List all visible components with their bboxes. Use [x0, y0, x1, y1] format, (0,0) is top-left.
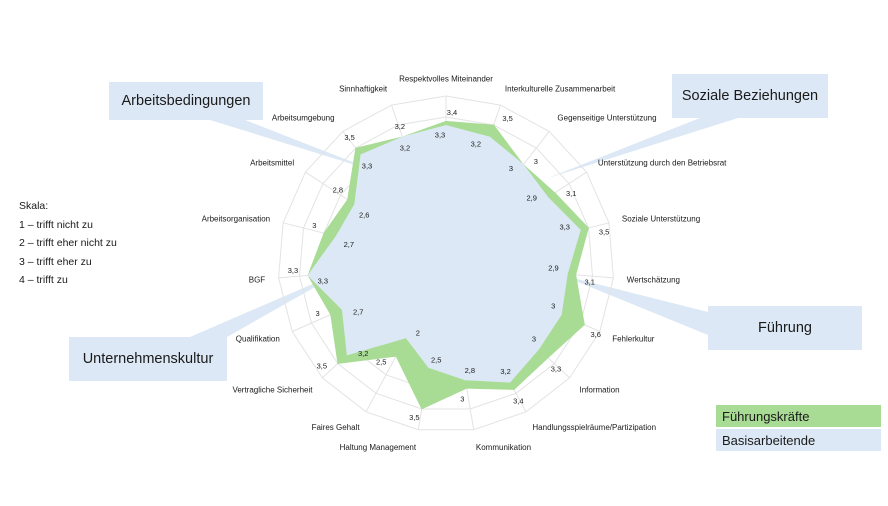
category-label: Soziale Unterstützung — [622, 215, 700, 224]
category-label: Gegenseitige Unterstützung — [557, 114, 656, 123]
value-label-basisarbeitende: 2,7 — [344, 240, 354, 249]
category-label: Arbeitsmittel — [250, 159, 294, 168]
scale-item-3: 3 – trifft eher zu — [19, 255, 92, 268]
series-segment — [402, 125, 447, 265]
tail-soziale-beziehungen — [548, 118, 738, 178]
category-label: Unterstützung durch den Betriebsrat — [598, 159, 727, 168]
category-label: Respektvolles Miteinander — [399, 75, 493, 84]
callout-arbeitsbedingungen: Arbeitsbedingungen — [109, 82, 263, 120]
category-label: Sinnhaftigkeit — [339, 85, 388, 94]
category-label: Kommunikation — [476, 443, 531, 452]
scale-item-2: 2 – trifft eher nicht zu — [19, 237, 117, 250]
value-label-fuehrungskraefte: 3,1 — [585, 278, 595, 287]
category-label: Faires Gehalt — [312, 423, 361, 432]
scale-legend: Skala: 1 – trifft nicht zu 2 – trifft eh… — [19, 197, 117, 290]
value-label-fuehrungskraefte: 3 — [460, 394, 464, 403]
grid-ring — [278, 95, 614, 431]
value-label-basisarbeitende: 3,2 — [471, 140, 481, 149]
category-label: Haltung Management — [340, 443, 417, 452]
value-label-basisarbeitende: 2,5 — [431, 355, 441, 364]
value-label-fuehrungskraefte: 3,4 — [513, 397, 523, 406]
category-label: Wertschätzung — [627, 275, 680, 284]
category-label: Qualifikation — [236, 335, 280, 344]
value-label-fuehrungskraefte: 3,4 — [447, 108, 457, 117]
value-label-fuehrungskraefte: 3,3 — [288, 266, 298, 275]
value-label-basisarbeitende: 3,2 — [400, 144, 410, 153]
category-label: BGF — [249, 275, 266, 284]
value-label-fuehrungskraefte: 3,5 — [317, 361, 327, 370]
scale-title: Skala: — [19, 200, 49, 212]
value-label-basisarbeitende: 3 — [532, 335, 536, 344]
tail-arbeitsbedingungen — [210, 120, 378, 172]
value-label-basisarbeitende: 2 — [416, 329, 420, 338]
category-label: Fehlerkultur — [612, 335, 655, 344]
value-label-fuehrungskraefte: 3 — [316, 309, 320, 318]
value-label-basisarbeitende: 2,9 — [526, 193, 536, 202]
value-label-basisarbeitende: 3,2 — [358, 349, 368, 358]
category-label: Information — [580, 386, 620, 395]
category-label: Vertragliche Sicherheit — [232, 386, 313, 395]
value-label-basisarbeitende: 2,6 — [359, 210, 369, 219]
value-label-fuehrungskraefte: 3,5 — [344, 133, 354, 142]
grid-ring — [298, 116, 594, 410]
legend-basisarbeitende: Basisarbeitende — [716, 429, 881, 451]
scale-item-1: 1 – trifft nicht zu — [19, 218, 93, 231]
callout-soziale-beziehungen: Soziale Beziehungen — [672, 74, 828, 118]
value-label-basisarbeitende: 2,8 — [465, 366, 475, 375]
value-label-basisarbeitende: 3,3 — [318, 277, 328, 286]
value-label-basisarbeitende: 2,7 — [353, 307, 363, 316]
scale-item-4: 4 – trifft zu — [19, 274, 68, 287]
value-label-fuehrungskraefte: 3 — [312, 221, 316, 230]
value-label-basisarbeitende: 3,3 — [362, 162, 372, 171]
value-label-fuehrungskraefte: 3 — [534, 157, 538, 166]
value-label-fuehrungskraefte: 2,5 — [376, 358, 386, 367]
value-label-fuehrungskraefte: 3,1 — [566, 189, 576, 198]
value-label-fuehrungskraefte: 3,3 — [551, 365, 561, 374]
value-label-fuehrungskraefte: 3,2 — [395, 122, 405, 131]
category-labels: Respektvolles MiteinanderInterkulturelle… — [202, 75, 728, 452]
callout-tails — [190, 118, 738, 337]
value-label-basisarbeitende: 3 — [551, 301, 555, 310]
category-label: Interkulturelle Zusammenarbeit — [505, 85, 616, 94]
value-label-basisarbeitende: 2,9 — [548, 263, 558, 272]
legend-fuehrungskraefte: Führungskräfte — [716, 405, 881, 427]
value-label-basisarbeitende: 3,2 — [500, 367, 510, 376]
category-label: Arbeitsorganisation — [202, 215, 270, 224]
value-label-basisarbeitende: 3,3 — [435, 131, 445, 140]
tail-unternehmenskultur — [190, 270, 345, 337]
callout-unternehmenskultur: Unternehmenskultur — [69, 337, 227, 381]
value-label-fuehrungskraefte: 3,5 — [599, 228, 609, 237]
value-label-fuehrungskraefte: 3,6 — [591, 330, 601, 339]
radar-series — [307, 120, 590, 410]
value-label-fuehrungskraefte: 3,5 — [409, 413, 419, 422]
value-label-fuehrungskraefte: 3,5 — [502, 114, 512, 123]
value-label-basisarbeitende: 3,3 — [559, 222, 569, 231]
category-label: Handlungsspielräume/Partizipation — [532, 423, 656, 432]
value-labels: 3,4 3,5 3 3,1 3,5 3,1 3,6 3,3 3,4 3 3,5 2,5 3,5 3 3,3 3… — [288, 108, 610, 422]
value-label-fuehrungskraefte: 2,8 — [333, 186, 343, 195]
category-label: Arbeitsumgebung — [272, 114, 335, 123]
tail-fuehrung — [561, 275, 708, 335]
callout-fuehrung: Führung — [708, 306, 862, 350]
series-basisarbeitende — [307, 125, 581, 383]
value-label-basisarbeitende: 3 — [509, 164, 513, 173]
